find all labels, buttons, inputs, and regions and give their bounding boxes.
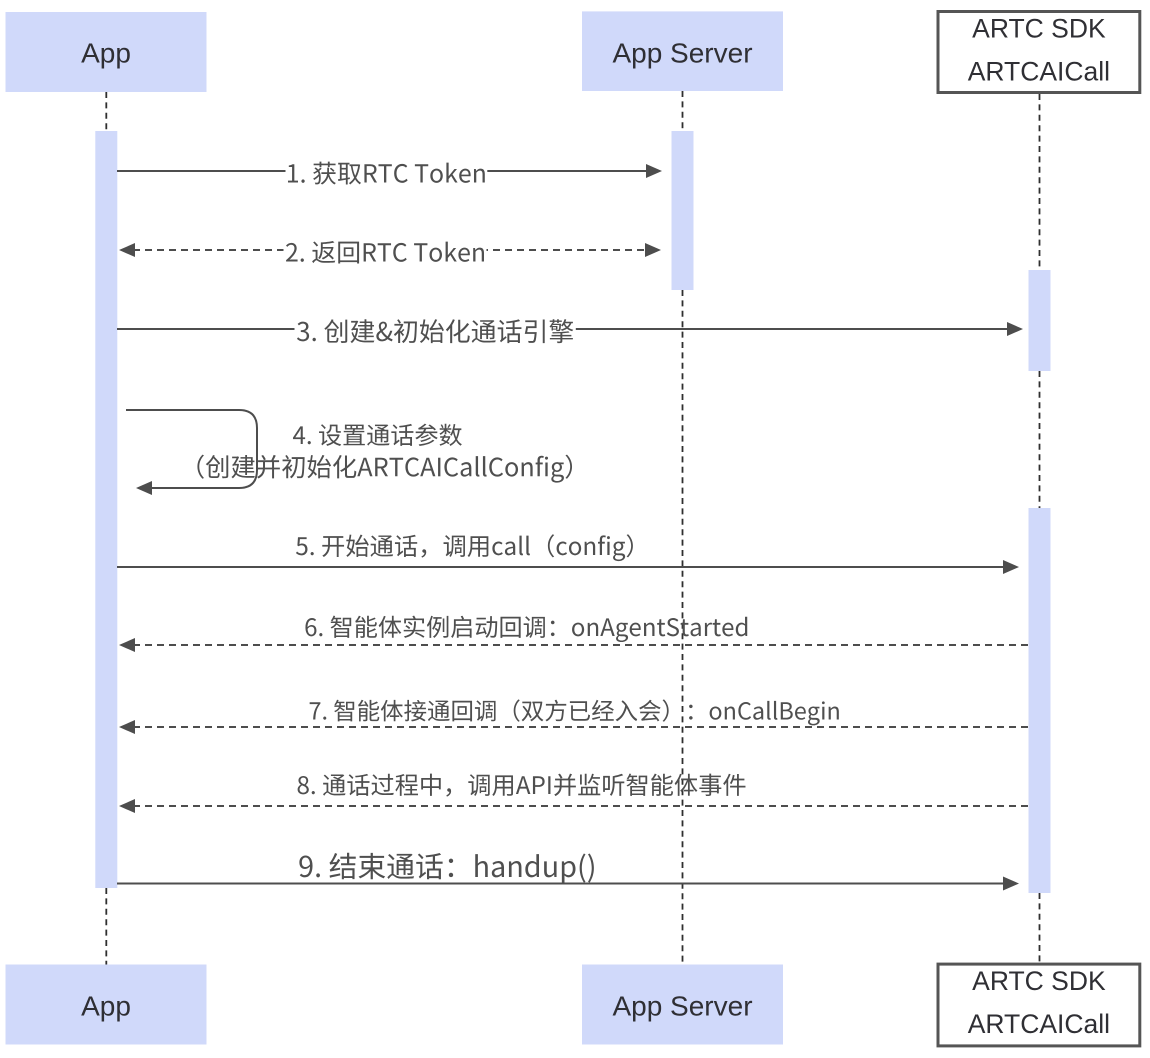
svg-text:App Server: App Server (612, 991, 752, 1022)
svg-text:App: App (81, 991, 131, 1022)
svg-text:ARTC SDK: ARTC SDK (972, 966, 1106, 996)
svg-text:ARTC SDK: ARTC SDK (972, 14, 1106, 44)
svg-text:ARTCAICall: ARTCAICall (968, 57, 1110, 87)
svg-text:ARTCAICall: ARTCAICall (968, 1009, 1110, 1039)
svg-text:App: App (81, 38, 131, 69)
svg-text:App Server: App Server (612, 38, 752, 69)
